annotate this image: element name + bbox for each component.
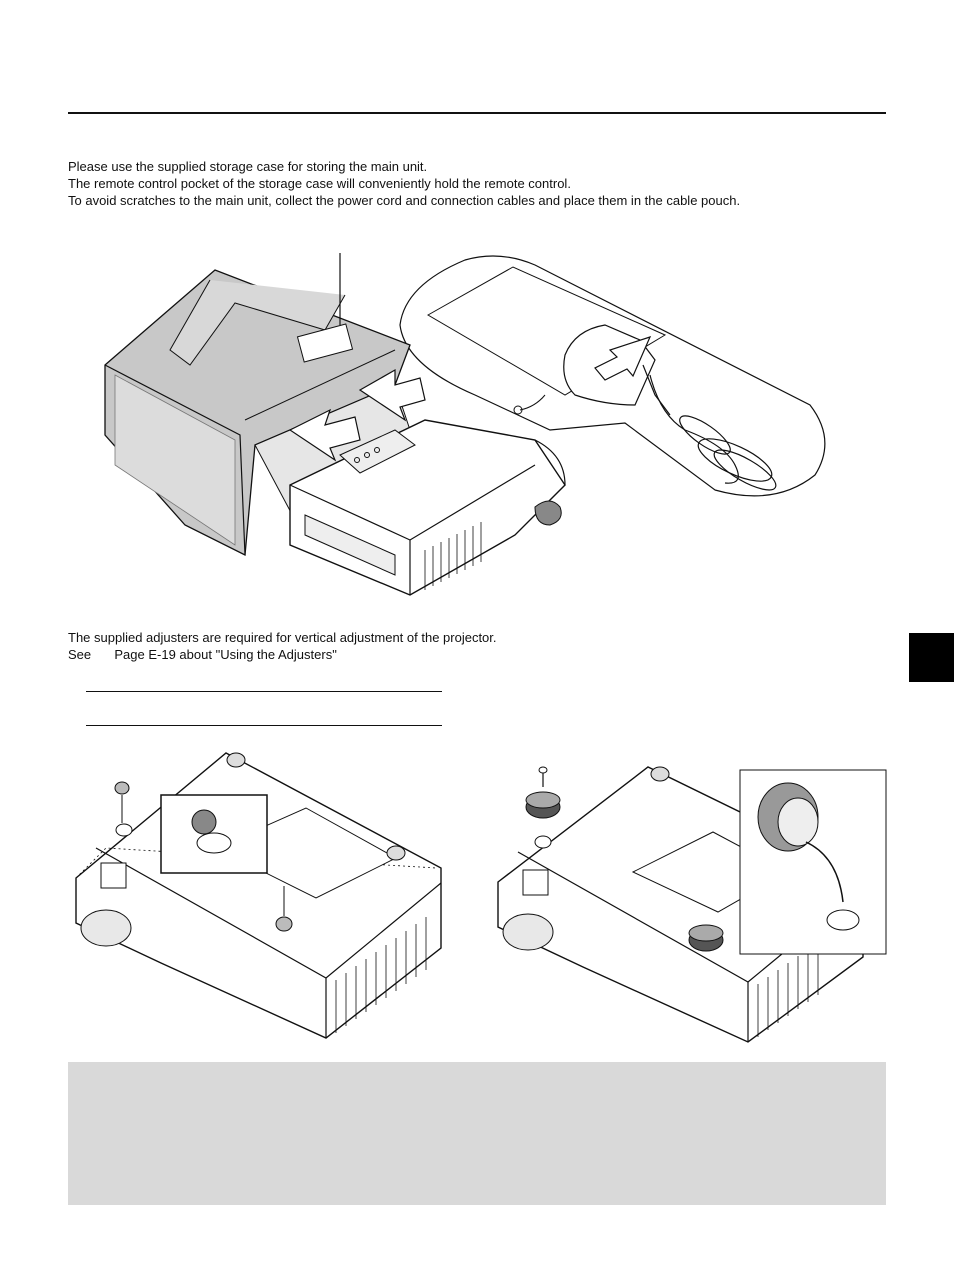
header-rule	[68, 112, 886, 114]
intro-line-3: To avoid scratches to the main unit, col…	[68, 193, 741, 208]
adjusters-line-1: The supplied adjusters are required for …	[68, 630, 497, 645]
adjusters-see-line: See Page E-19 about "Using the Adjusters…	[68, 646, 337, 663]
intro-line-2: The remote control pocket of the storage…	[68, 176, 571, 191]
storage-case-illustration	[104, 253, 826, 596]
screw-icon	[538, 766, 548, 774]
note-box	[68, 1062, 886, 1205]
section-tab	[909, 633, 954, 682]
insert-arrow-1	[288, 408, 361, 462]
adjuster-attach-illustration	[497, 766, 887, 1043]
cables	[642, 364, 777, 491]
see-label: See	[68, 647, 92, 662]
intro-line-1: Please use the supplied storage case for…	[68, 159, 428, 174]
see-page-ref: Page E-19 about "Using the Adjusters"	[114, 647, 337, 662]
insert-arrow-2	[358, 368, 426, 422]
adjuster-foot	[275, 916, 293, 932]
adjuster-removal-illustration	[75, 752, 442, 1039]
subheading-rule-bottom	[86, 725, 442, 726]
adjuster-foot-removed	[114, 781, 130, 795]
lens-cap	[534, 500, 562, 526]
remote-control	[296, 323, 354, 363]
subheading-rule-top	[86, 691, 442, 692]
pouch-arrow	[594, 336, 652, 381]
